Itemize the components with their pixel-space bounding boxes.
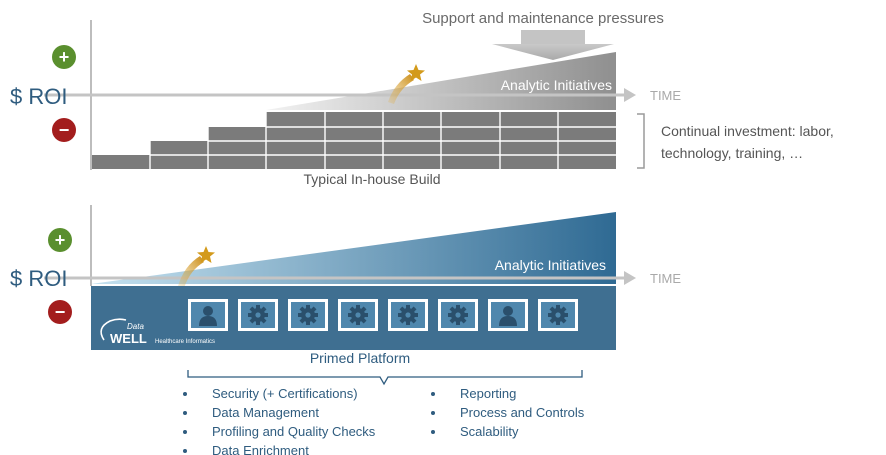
gear-icon [438, 299, 478, 331]
feature-item: Reporting [460, 386, 516, 401]
top-initiatives-label: Analytic Initiatives [501, 77, 612, 93]
svg-text:WELL: WELL [110, 331, 147, 346]
top-minus-icon: − [52, 118, 76, 142]
bullet-icon [431, 430, 435, 434]
svg-text:−: − [59, 120, 70, 140]
top-time-label: TIME [650, 88, 681, 103]
support-pressure-label: Support and maintenance pressures [422, 10, 664, 27]
feature-item: Data Enrichment [212, 443, 309, 455]
bottom-star-icon [178, 246, 215, 288]
top-plus-icon: + [52, 45, 76, 69]
gear-icon [388, 299, 428, 331]
feature-item: Scalability [460, 424, 519, 439]
bullet-icon [183, 392, 187, 396]
bullet-icon [183, 430, 187, 434]
investment-line-2: technology, training, … [661, 145, 803, 161]
platform-icon-row [188, 299, 578, 331]
platform-title: Primed Platform [310, 350, 410, 366]
top-star-icon [388, 64, 425, 104]
top-panel: Support and maintenance pressures + − [10, 10, 834, 187]
gear-icon [338, 299, 378, 331]
investment-line-1: Continual investment: labor, [661, 123, 834, 139]
bottom-time-label: TIME [650, 271, 681, 286]
bullet-icon [183, 449, 187, 453]
bullet-icon [431, 411, 435, 415]
datawell-logo: Data WELL Healthcare Informatics [100, 318, 215, 346]
bottom-roi-label: $ ROI [10, 266, 67, 291]
top-bracket [637, 113, 645, 169]
top-time-axis [44, 88, 636, 102]
top-caption: Typical In-house Build [304, 171, 441, 187]
bottom-initiatives-label: Analytic Initiatives [495, 257, 606, 273]
bottom-time-axis [44, 271, 636, 285]
support-pressure-arrow [492, 30, 614, 60]
svg-text:+: + [59, 47, 70, 67]
top-investment-steps [92, 112, 616, 169]
platform-brace [187, 370, 583, 386]
gear-icon [238, 299, 278, 331]
person-icon [488, 299, 528, 331]
bullet-icon [183, 411, 187, 415]
features-left-list: Security (+ Certifications) Data Manageme… [183, 386, 376, 455]
feature-item: Security (+ Certifications) [212, 386, 358, 401]
top-roi-label: $ ROI [10, 84, 67, 109]
feature-item: Process and Controls [460, 405, 585, 420]
bottom-initiatives-wedge [91, 212, 616, 284]
feature-item: Profiling and Quality Checks [212, 424, 376, 439]
bottom-minus-icon: − [48, 300, 72, 324]
gear-icon [288, 299, 328, 331]
feature-item: Data Management [212, 405, 319, 420]
svg-text:Healthcare Informatics: Healthcare Informatics [155, 339, 215, 345]
svg-text:−: − [55, 302, 66, 322]
svg-text:+: + [55, 230, 66, 250]
bullet-icon [431, 392, 435, 396]
gear-icon [538, 299, 578, 331]
svg-text:Data: Data [127, 322, 144, 331]
bottom-panel: + − Analytic Initiatives $ ROI TIME Data… [10, 205, 681, 455]
person-icon [188, 299, 228, 331]
bottom-plus-icon: + [48, 228, 72, 252]
